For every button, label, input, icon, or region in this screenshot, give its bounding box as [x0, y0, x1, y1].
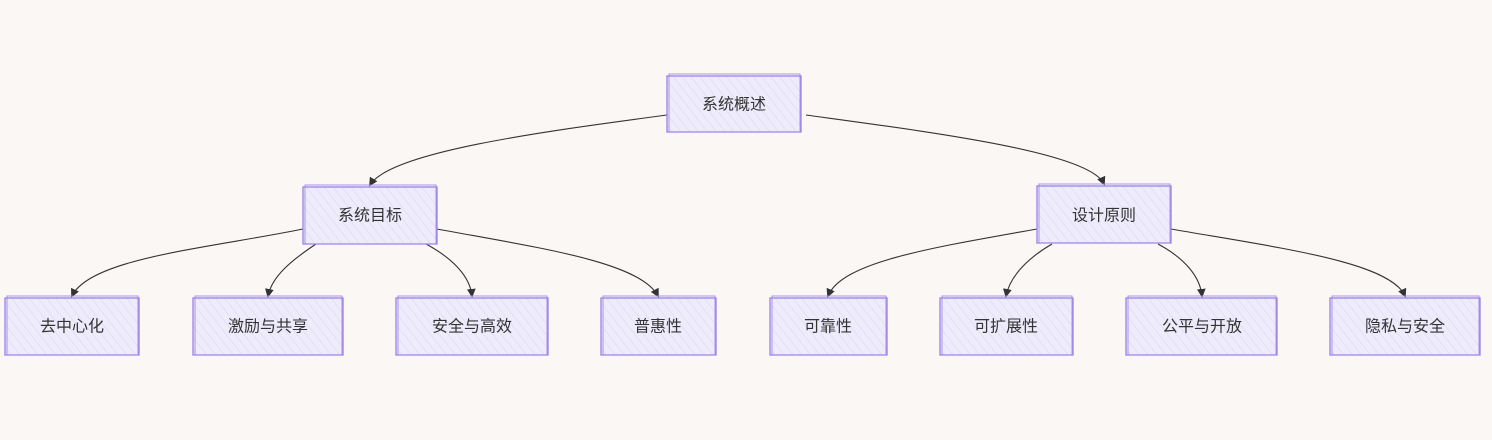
- edge-goals-security: [425, 243, 476, 298]
- node-scalability[interactable]: 可扩展性: [939, 295, 1074, 356]
- edge-principles-scalability: [1003, 243, 1053, 298]
- node-scalability-label: 可扩展性: [974, 317, 1038, 336]
- edge-goals-inclusiveness: [436, 228, 659, 298]
- node-decentralization-label: 去中心化: [40, 317, 104, 336]
- edge-principles-reliability: [826, 228, 1038, 298]
- node-security-efficiency[interactable]: 安全与高效: [395, 295, 549, 356]
- node-incentive-sharing-label: 激励与共享: [228, 317, 308, 336]
- edge-principles-privacy: [1170, 228, 1407, 298]
- edge-root-principles: [805, 114, 1106, 186]
- edges-layer: [71, 114, 1407, 298]
- node-inclusiveness[interactable]: 普惠性: [600, 295, 717, 356]
- node-design-principles-label: 设计原则: [1072, 206, 1136, 225]
- node-privacy-security[interactable]: 隐私与安全: [1329, 295, 1481, 356]
- node-root-label: 系统概述: [702, 95, 766, 114]
- edge-goals-decentralization: [71, 228, 304, 298]
- node-system-goals[interactable]: 系统目标: [302, 184, 438, 245]
- node-reliability[interactable]: 可靠性: [769, 295, 888, 356]
- edge-root-goals: [369, 114, 668, 187]
- node-incentive-sharing[interactable]: 激励与共享: [192, 295, 344, 356]
- node-security-efficiency-label: 安全与高效: [432, 317, 512, 336]
- edge-principles-fairness: [1157, 243, 1206, 298]
- node-system-goals-label: 系统目标: [338, 206, 402, 225]
- node-design-principles[interactable]: 设计原则: [1036, 183, 1172, 244]
- edge-goals-incentive: [265, 243, 317, 298]
- node-fairness-openness-label: 公平与开放: [1162, 317, 1242, 336]
- node-decentralization[interactable]: 去中心化: [4, 295, 140, 356]
- node-privacy-security-label: 隐私与安全: [1365, 317, 1445, 336]
- node-fairness-openness[interactable]: 公平与开放: [1125, 295, 1278, 356]
- node-reliability-label: 可靠性: [804, 317, 852, 336]
- node-inclusiveness-label: 普惠性: [634, 317, 682, 336]
- node-root[interactable]: 系统概述: [666, 73, 802, 133]
